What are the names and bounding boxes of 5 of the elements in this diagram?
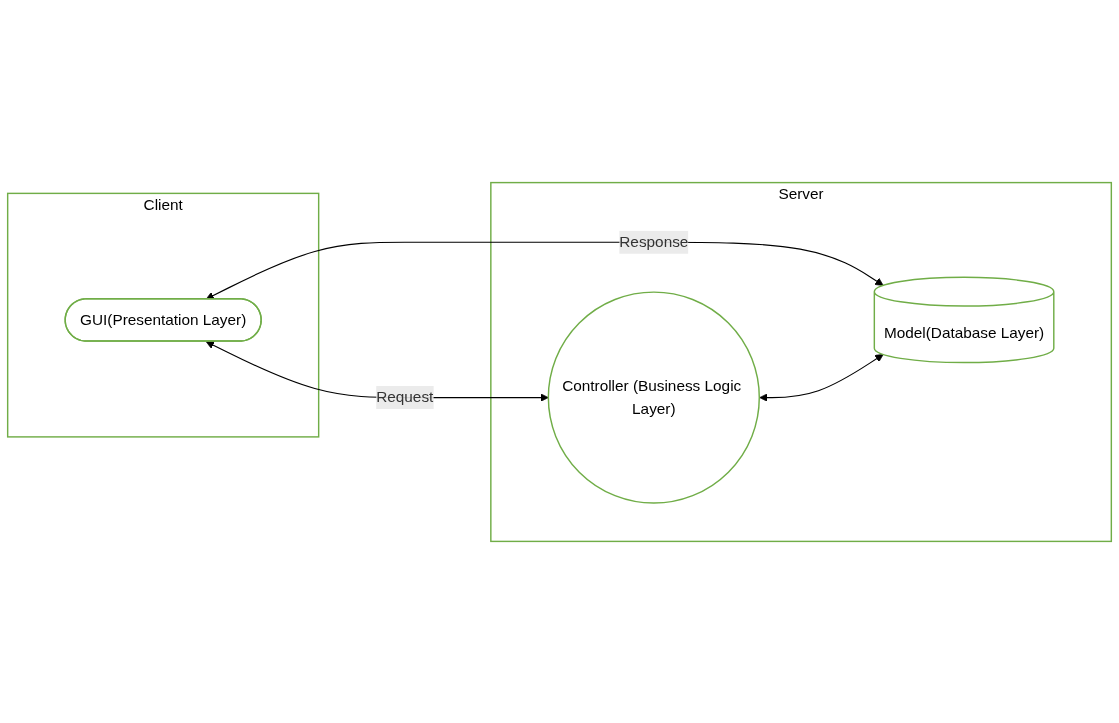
arrow — [205, 241, 884, 300]
arrow — [759, 353, 884, 402]
node-circle: Controller (Business Logic Layer) — [547, 290, 760, 504]
edge-label: Response — [619, 233, 689, 250]
edge-label: Request — [376, 388, 434, 405]
